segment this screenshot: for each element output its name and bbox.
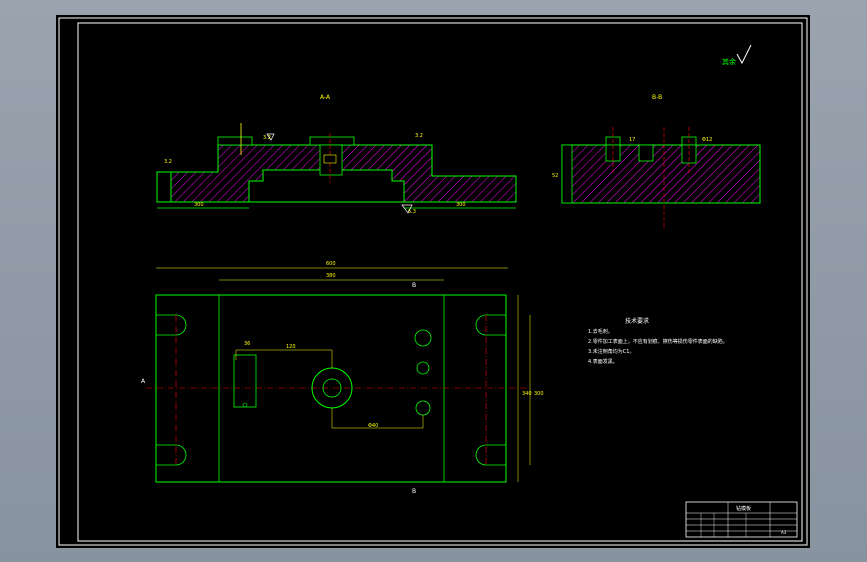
section-mark-b-top: B <box>412 282 416 289</box>
a-left-length: 300 <box>194 202 204 208</box>
plan-mid-1: 120 <box>286 344 296 350</box>
b-hole-1: 17 <box>629 137 635 143</box>
b-hole-2: Φ12 <box>702 137 712 143</box>
plan-total-width: 600 <box>326 261 336 267</box>
surface-finish-label: 其余 <box>722 57 736 66</box>
tech-req-title: 技术要求 <box>625 317 649 325</box>
plan-view: 600 380 120 <box>141 261 544 495</box>
plan-height-2: 300 <box>534 391 544 397</box>
a-finish-3: 3.2 <box>415 133 423 139</box>
plan-inner-width: 380 <box>326 273 336 279</box>
drawing-sheet: 其余 A-A 300 300 3.2 3.2 <box>56 15 810 548</box>
section-a-a: A-A 300 300 3.2 3.2 3.2 6.3 <box>156 94 517 215</box>
plan-mid-2: Φ40 <box>368 423 378 429</box>
title-part-name: 钻模板 <box>736 505 751 512</box>
section-b-b: B-B 52 17 Φ12 <box>552 94 761 230</box>
a-finish-2: 3.2 <box>263 135 271 141</box>
title-drawing-no: A3 <box>781 530 787 535</box>
tech-req-item-2: 2.零件加工表面上，不应有划痕、擦伤等损伤零件表面的缺陷。 <box>588 338 728 345</box>
surface-finish-mark: 其余 <box>722 44 752 66</box>
outer-frame <box>58 17 808 546</box>
plan-small: 36 <box>244 341 250 347</box>
b-height: 52 <box>552 173 558 179</box>
section-mark-a: A <box>141 378 146 385</box>
title-block: 钻模板 A3 <box>685 501 798 538</box>
section-mark-b-bottom: B <box>412 488 416 495</box>
section-a-label: A-A <box>320 94 331 101</box>
section-b-label: B-B <box>652 94 662 101</box>
drawing-canvas: 其余 A-A 300 300 3.2 3.2 <box>58 17 808 546</box>
tech-req-item-3: 3.未注倒角均为C1。 <box>588 348 634 355</box>
tech-req-item-4: 4.表面发黑。 <box>588 358 618 365</box>
plan-height-1: 340 <box>522 391 532 397</box>
a-finish-1: 3.2 <box>164 159 172 165</box>
tech-req-item-1: 1.去毛刺。 <box>588 328 613 335</box>
a-right-length: 300 <box>456 202 466 208</box>
inner-frame <box>77 22 803 542</box>
technical-requirements: 技术要求 1.去毛刺。 2.零件加工表面上，不应有划痕、擦伤等损伤零件表面的缺陷… <box>588 317 728 365</box>
a-finish-4: 6.3 <box>408 209 416 215</box>
